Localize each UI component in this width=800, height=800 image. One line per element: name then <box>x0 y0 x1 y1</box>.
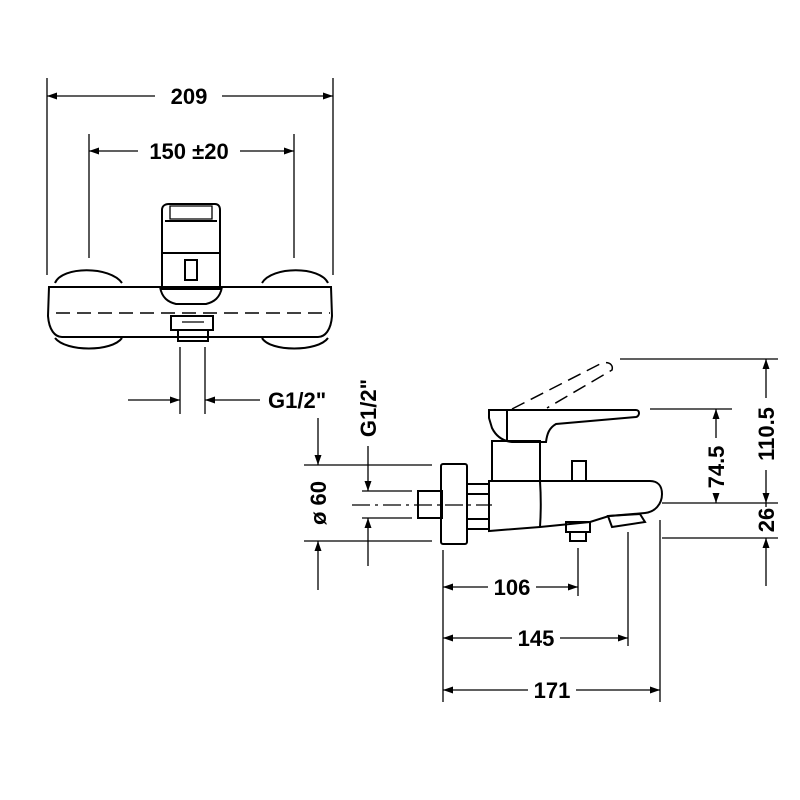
dim-side-inlet-thread: G1/2" <box>356 379 381 437</box>
dim-side-lever-raised-height: 110.5 <box>754 407 779 461</box>
dim-side-to-spout-front: 145 <box>518 626 555 651</box>
dim-side-spout-height: 26 <box>754 508 779 532</box>
side-view: ø 60 G1/2" 74.5 110.5 26 106 145 171 <box>304 358 779 703</box>
dim-side-handle-height: 74.5 <box>704 446 729 489</box>
dim-side-overall-depth: 171 <box>534 678 571 703</box>
dim-side-to-outlet: 106 <box>494 575 531 600</box>
dim-front-inlet-thread: G1/2" <box>268 388 326 413</box>
front-view: 209 150 ±20 G1/2" <box>46 78 334 414</box>
dim-front-overall-width: 209 <box>171 84 208 109</box>
dim-side-escutcheon-diameter: ø 60 <box>306 481 331 525</box>
dim-front-center-distance: 150 ±20 <box>149 139 228 164</box>
